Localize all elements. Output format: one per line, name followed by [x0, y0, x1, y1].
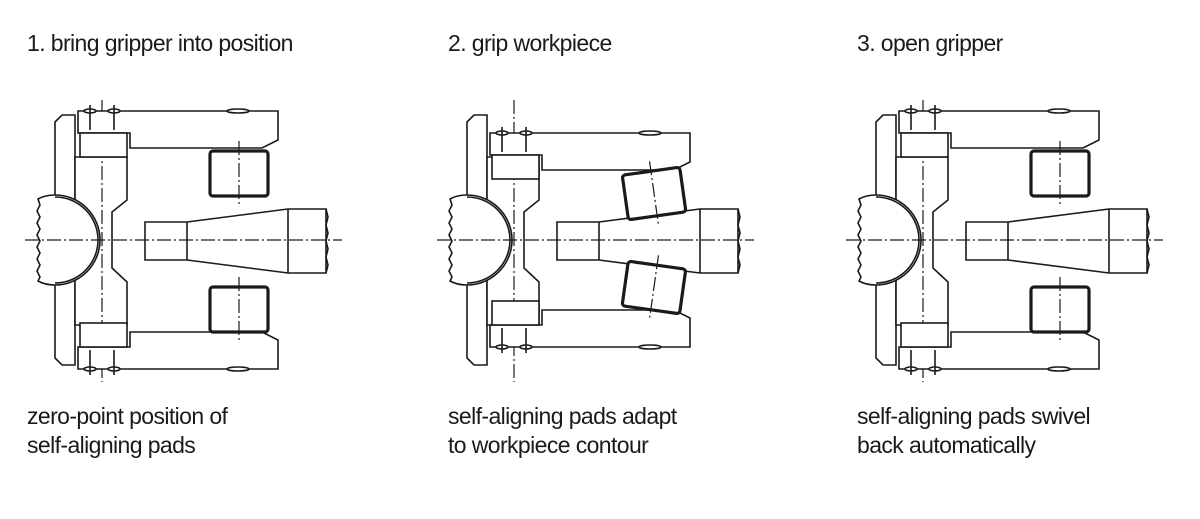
- step-2-title: 2. grip workpiece: [448, 30, 612, 56]
- step-3-caption-line-2: back automatically: [857, 432, 1036, 458]
- step-3-caption: self-aligning pads swivel back automatic…: [857, 402, 1091, 460]
- step-1-caption-line-2: self-aligning pads: [27, 432, 196, 458]
- step-2-caption-line-1: self-aligning pads adapt: [448, 403, 677, 429]
- step-2-caption-line-2: to workpiece contour: [448, 432, 649, 458]
- step-1-title: 1. bring gripper into position: [27, 30, 293, 56]
- step-2-caption: self-aligning pads adapt to workpiece co…: [448, 402, 677, 460]
- step-1-caption: zero-point position of self-aligning pad…: [27, 402, 228, 460]
- step-3-caption-line-1: self-aligning pads swivel: [857, 403, 1091, 429]
- step-3-title: 3. open gripper: [857, 30, 1003, 56]
- diagram-step-1: [24, 99, 343, 383]
- diagram-step-3: [845, 99, 1164, 383]
- step-1-caption-line-1: zero-point position of: [27, 403, 228, 429]
- diagram-step-2: [436, 99, 755, 383]
